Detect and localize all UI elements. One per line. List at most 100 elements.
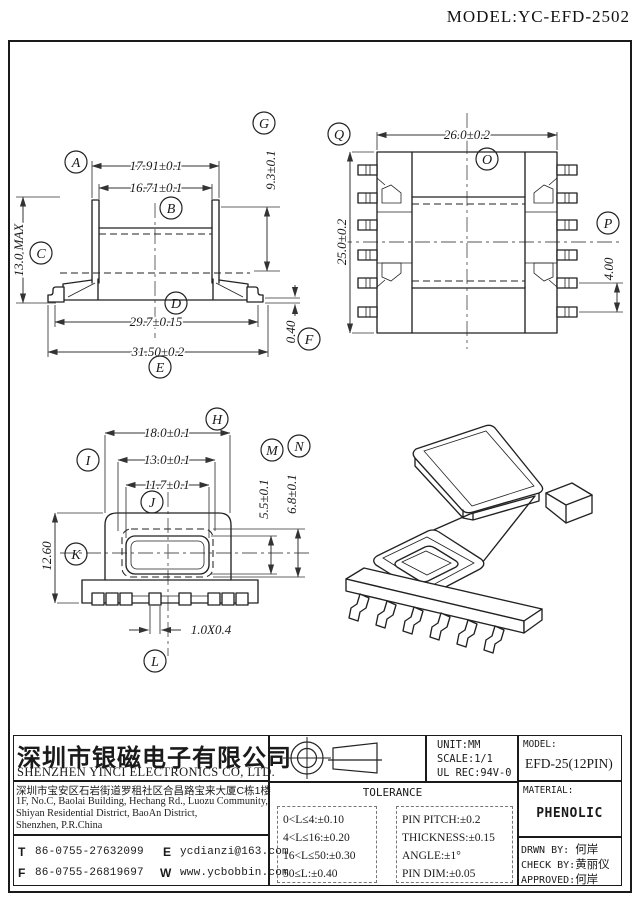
- drawn-by-value: 何岸: [575, 844, 599, 856]
- bottom-balloons: H I J K L M N: [64, 407, 311, 673]
- dim-e-value: 31.50±0.2: [131, 344, 185, 359]
- balloon-o: O: [482, 153, 492, 168]
- dim-g-value: 9.3±0.1: [263, 150, 278, 190]
- third-angle-projection-symbol: [283, 737, 382, 779]
- winding-window-hidden: [121, 528, 214, 578]
- web-label: W: [160, 866, 172, 880]
- company-address-en1: 1F, No.C, Baolai Building, Hechang Rd., …: [16, 796, 268, 807]
- tolerance-row: PIN DIM:±0.05: [402, 868, 476, 880]
- core-window: [394, 545, 459, 583]
- dim-a-value: 17.91±0.1: [130, 158, 183, 173]
- tolerance-row: 4<L≤16:±0.20: [283, 832, 350, 844]
- left-smd-pin: [47, 286, 65, 303]
- balloon-j: J: [149, 496, 156, 511]
- bottom-view: 18.0±0.1 13.0±0.1 11.7±0.1 12.60 5.5±0.1…: [37, 407, 311, 673]
- top-view: 26.0±0.2 25.0±0.2 4.00 Q O P: [327, 113, 623, 349]
- balloon-g: G: [259, 117, 269, 132]
- material-label: MATERIAL:: [523, 785, 574, 796]
- tolerance-row: THICKNESS:±0.15: [402, 832, 495, 844]
- balloon-q: Q: [334, 128, 344, 143]
- balloon-i: I: [85, 454, 92, 469]
- isometric-view: [345, 424, 593, 654]
- model-label: MODEL:: [523, 739, 557, 750]
- approved-label: APPROVED:: [521, 875, 576, 886]
- top-body-outline: [357, 151, 578, 334]
- bottom-dimensions: 18.0±0.1 13.0±0.1 11.7±0.1 12.60 5.5±0.1…: [37, 423, 305, 639]
- material-value: PHENOLIC: [536, 806, 603, 821]
- title-block: [13, 735, 622, 886]
- tolerance-row: 16<L≤50:±0.30: [283, 850, 356, 862]
- tolerance-table-features: PIN PITCH:±0.2 THICKNESS:±0.15 ANGLE:±1°…: [396, 806, 513, 883]
- dim-l-value: 1.0X0.4: [191, 622, 232, 637]
- approved-value: 何岸: [575, 874, 599, 886]
- balloon-a: A: [71, 156, 81, 171]
- balloon-d: D: [170, 297, 181, 312]
- model-value: EFD-25(12PIN): [525, 756, 613, 771]
- front-view: 17.91±0.1 16.71±0.1 9.3±0.1 13.0 MAX 29.…: [9, 111, 321, 379]
- tolerance-row: 0<L≤4:±0.10: [283, 814, 344, 826]
- winding-window: [125, 535, 210, 575]
- balloon-e: E: [155, 361, 165, 376]
- tel-label: T: [18, 845, 26, 859]
- iso-pins: [348, 593, 505, 654]
- scale-field: SCALE:1/1: [437, 753, 493, 765]
- drawing-border: [8, 40, 632, 893]
- balloon-c: C: [36, 247, 46, 262]
- tolerance-title: TOLERANCE: [362, 786, 423, 799]
- balloon-f: F: [304, 333, 314, 348]
- top-balloons: Q O P: [327, 122, 620, 235]
- tel-value: 86-0755-27632099: [35, 846, 144, 858]
- far-pin-tab: [545, 482, 593, 524]
- dim-p-value: 4.00: [601, 257, 616, 280]
- email-value: ycdianzi@163.com: [180, 846, 289, 858]
- dim-f-value: 0.40: [283, 320, 298, 343]
- tolerance-row: PIN PITCH:±0.2: [402, 814, 481, 826]
- dim-b-value: 16.71±0.1: [130, 180, 183, 195]
- check-by-value: 黄丽仪: [575, 859, 610, 871]
- tolerance-table-length: 0<L≤4:±0.10 4<L≤16:±0.20 16<L≤50:±0.30 5…: [277, 806, 377, 883]
- balloon-n: N: [293, 440, 304, 455]
- balloon-p: P: [603, 217, 613, 232]
- dim-q-value: 25.0±0.2: [334, 218, 349, 265]
- balloon-h: H: [211, 413, 223, 428]
- fax-label: F: [18, 866, 26, 880]
- right-smd-pin: [246, 286, 264, 303]
- check-by-label: CHECK BY:: [521, 860, 576, 871]
- fax-value: 86-0755-26819697: [35, 867, 144, 879]
- dim-m-value: 5.5±0.1: [256, 479, 271, 519]
- dim-h-value: 18.0±0.1: [144, 425, 190, 440]
- balloon-l: L: [150, 655, 159, 670]
- isometric-bobbin: [345, 424, 593, 654]
- dim-d-value: 29.7±0.15: [130, 314, 183, 329]
- dim-c-value: 13.0 MAX: [11, 223, 26, 277]
- dim-o-value: 26.0±0.2: [444, 127, 491, 142]
- check-by-row: CHECK BY:黄丽仪: [521, 856, 610, 872]
- front-body-outline: [47, 199, 264, 303]
- tolerance-row: 50≤L:±0.40: [283, 868, 338, 880]
- dim-i-value: 13.0±0.1: [144, 452, 190, 467]
- company-name-cn: 深圳市银磁电子有限公司: [17, 745, 292, 772]
- company-address-cn: 深圳市宝安区石岩街道罗租社区合昌路宝来大厦C栋1楼: [16, 785, 271, 797]
- web-value: www.ycbobbin.com: [180, 867, 289, 879]
- dim-n-value: 6.8±0.1: [284, 474, 299, 514]
- balloon-k: K: [70, 548, 81, 563]
- dim-j-value: 11.7±0.1: [144, 477, 189, 492]
- approved-row: APPROVED:何岸: [521, 871, 598, 887]
- top-dimensions: 26.0±0.2 25.0±0.2 4.00: [332, 125, 623, 334]
- sheet-model-number: MODEL:YC-EFD-2502: [446, 7, 630, 26]
- company-name-en: SHENZHEN YINCI ELECTRONICS CO, LTD.: [17, 765, 276, 779]
- drawn-by-label: DRWN BY:: [521, 845, 570, 856]
- balloon-b: B: [167, 202, 176, 217]
- drawn-by-row: DRWN BY: 何岸: [521, 841, 598, 857]
- tolerance-row: ANGLE:±1°: [402, 850, 461, 862]
- email-label: E: [163, 845, 172, 859]
- company-address-en2: Shiyan Residential District, BaoAn Distr…: [16, 808, 198, 819]
- unit-field: UNIT:MM: [437, 739, 481, 751]
- bottom-body-outline: [81, 512, 259, 606]
- dim-k-value: 12.60: [39, 541, 54, 571]
- front-balloons: A B C D E F G: [29, 111, 321, 379]
- ul-rec-field: UL REC:94V-0: [437, 767, 512, 779]
- company-address-en3: Shenzhen, P.R.China: [16, 820, 103, 831]
- top-view-pins: [357, 164, 578, 318]
